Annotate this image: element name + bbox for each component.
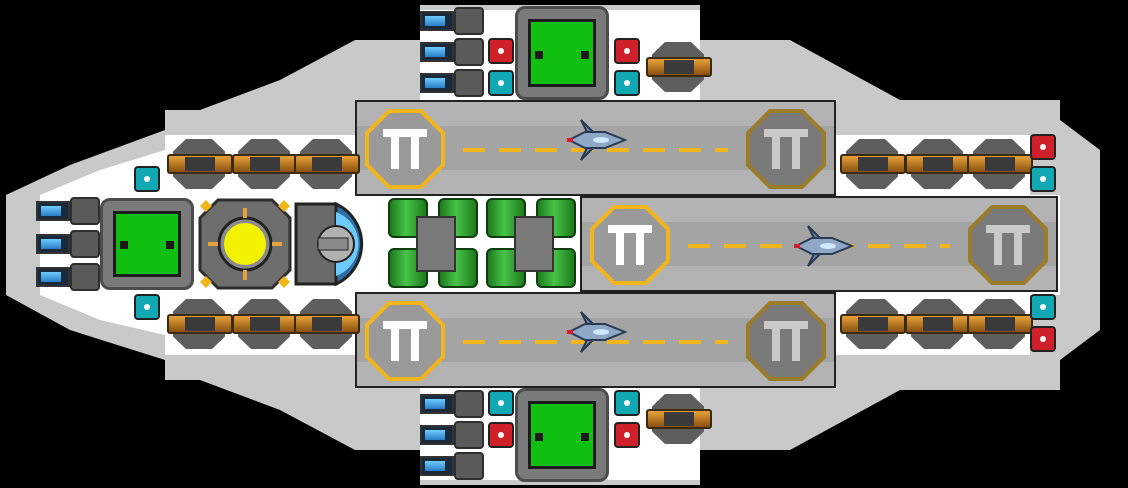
system-node[interactable] — [614, 422, 640, 448]
system-node[interactable] — [488, 38, 514, 64]
fighter-icon[interactable] — [792, 224, 856, 268]
fighter-icon[interactable] — [565, 118, 629, 162]
system-node[interactable] — [1030, 166, 1056, 192]
weapon-mount[interactable] — [840, 297, 906, 351]
weapon-mount[interactable] — [167, 137, 233, 191]
weapon-mount[interactable] — [646, 392, 712, 446]
system-node[interactable] — [614, 390, 640, 416]
system-node[interactable] — [614, 38, 640, 64]
thruster — [36, 263, 100, 291]
thruster — [36, 197, 100, 225]
fuel-tanks[interactable] — [386, 196, 582, 292]
reactor-core[interactable] — [198, 198, 292, 290]
system-node[interactable] — [488, 390, 514, 416]
fuel-pipe — [514, 216, 554, 272]
thruster — [420, 390, 484, 418]
thruster — [420, 452, 484, 480]
system-node[interactable] — [1030, 134, 1056, 160]
weapon-mount[interactable] — [167, 297, 233, 351]
reactor-icon — [198, 198, 292, 290]
shield-room-bottom[interactable] — [515, 388, 609, 482]
landing-pad[interactable] — [968, 205, 1048, 285]
thruster — [420, 7, 484, 35]
landing-pad[interactable] — [365, 301, 445, 381]
weapon-mount[interactable] — [294, 297, 360, 351]
hangar-bottom[interactable] — [355, 292, 836, 388]
shield-room[interactable] — [100, 198, 194, 290]
weapon-mount[interactable] — [967, 297, 1033, 351]
hangar-top[interactable] — [355, 100, 836, 196]
engine-bay[interactable] — [292, 198, 386, 290]
weapon-mount[interactable] — [905, 297, 971, 351]
landing-pad[interactable] — [746, 301, 826, 381]
hangar-middle[interactable] — [580, 196, 1058, 292]
weapon-mount[interactable] — [967, 137, 1033, 191]
weapon-mount[interactable] — [294, 137, 360, 191]
system-node[interactable] — [488, 70, 514, 96]
weapon-mount[interactable] — [646, 40, 712, 94]
thruster — [420, 421, 484, 449]
engine-icon — [294, 201, 364, 287]
thruster — [36, 230, 100, 258]
landing-pad[interactable] — [365, 109, 445, 189]
system-node[interactable] — [1030, 326, 1056, 352]
landing-pad[interactable] — [746, 109, 826, 189]
system-node[interactable] — [134, 166, 160, 192]
fighter-icon[interactable] — [565, 310, 629, 354]
shield-room-top[interactable] — [515, 6, 609, 100]
landing-pad[interactable] — [590, 205, 670, 285]
system-node[interactable] — [134, 294, 160, 320]
weapon-mount[interactable] — [232, 137, 298, 191]
thruster — [420, 69, 484, 97]
thruster — [420, 38, 484, 66]
fuel-pipe — [416, 216, 456, 272]
weapon-mount[interactable] — [840, 137, 906, 191]
system-node[interactable] — [1030, 294, 1056, 320]
system-node[interactable] — [614, 70, 640, 96]
weapon-mount[interactable] — [232, 297, 298, 351]
weapon-mount[interactable] — [905, 137, 971, 191]
system-node[interactable] — [488, 422, 514, 448]
